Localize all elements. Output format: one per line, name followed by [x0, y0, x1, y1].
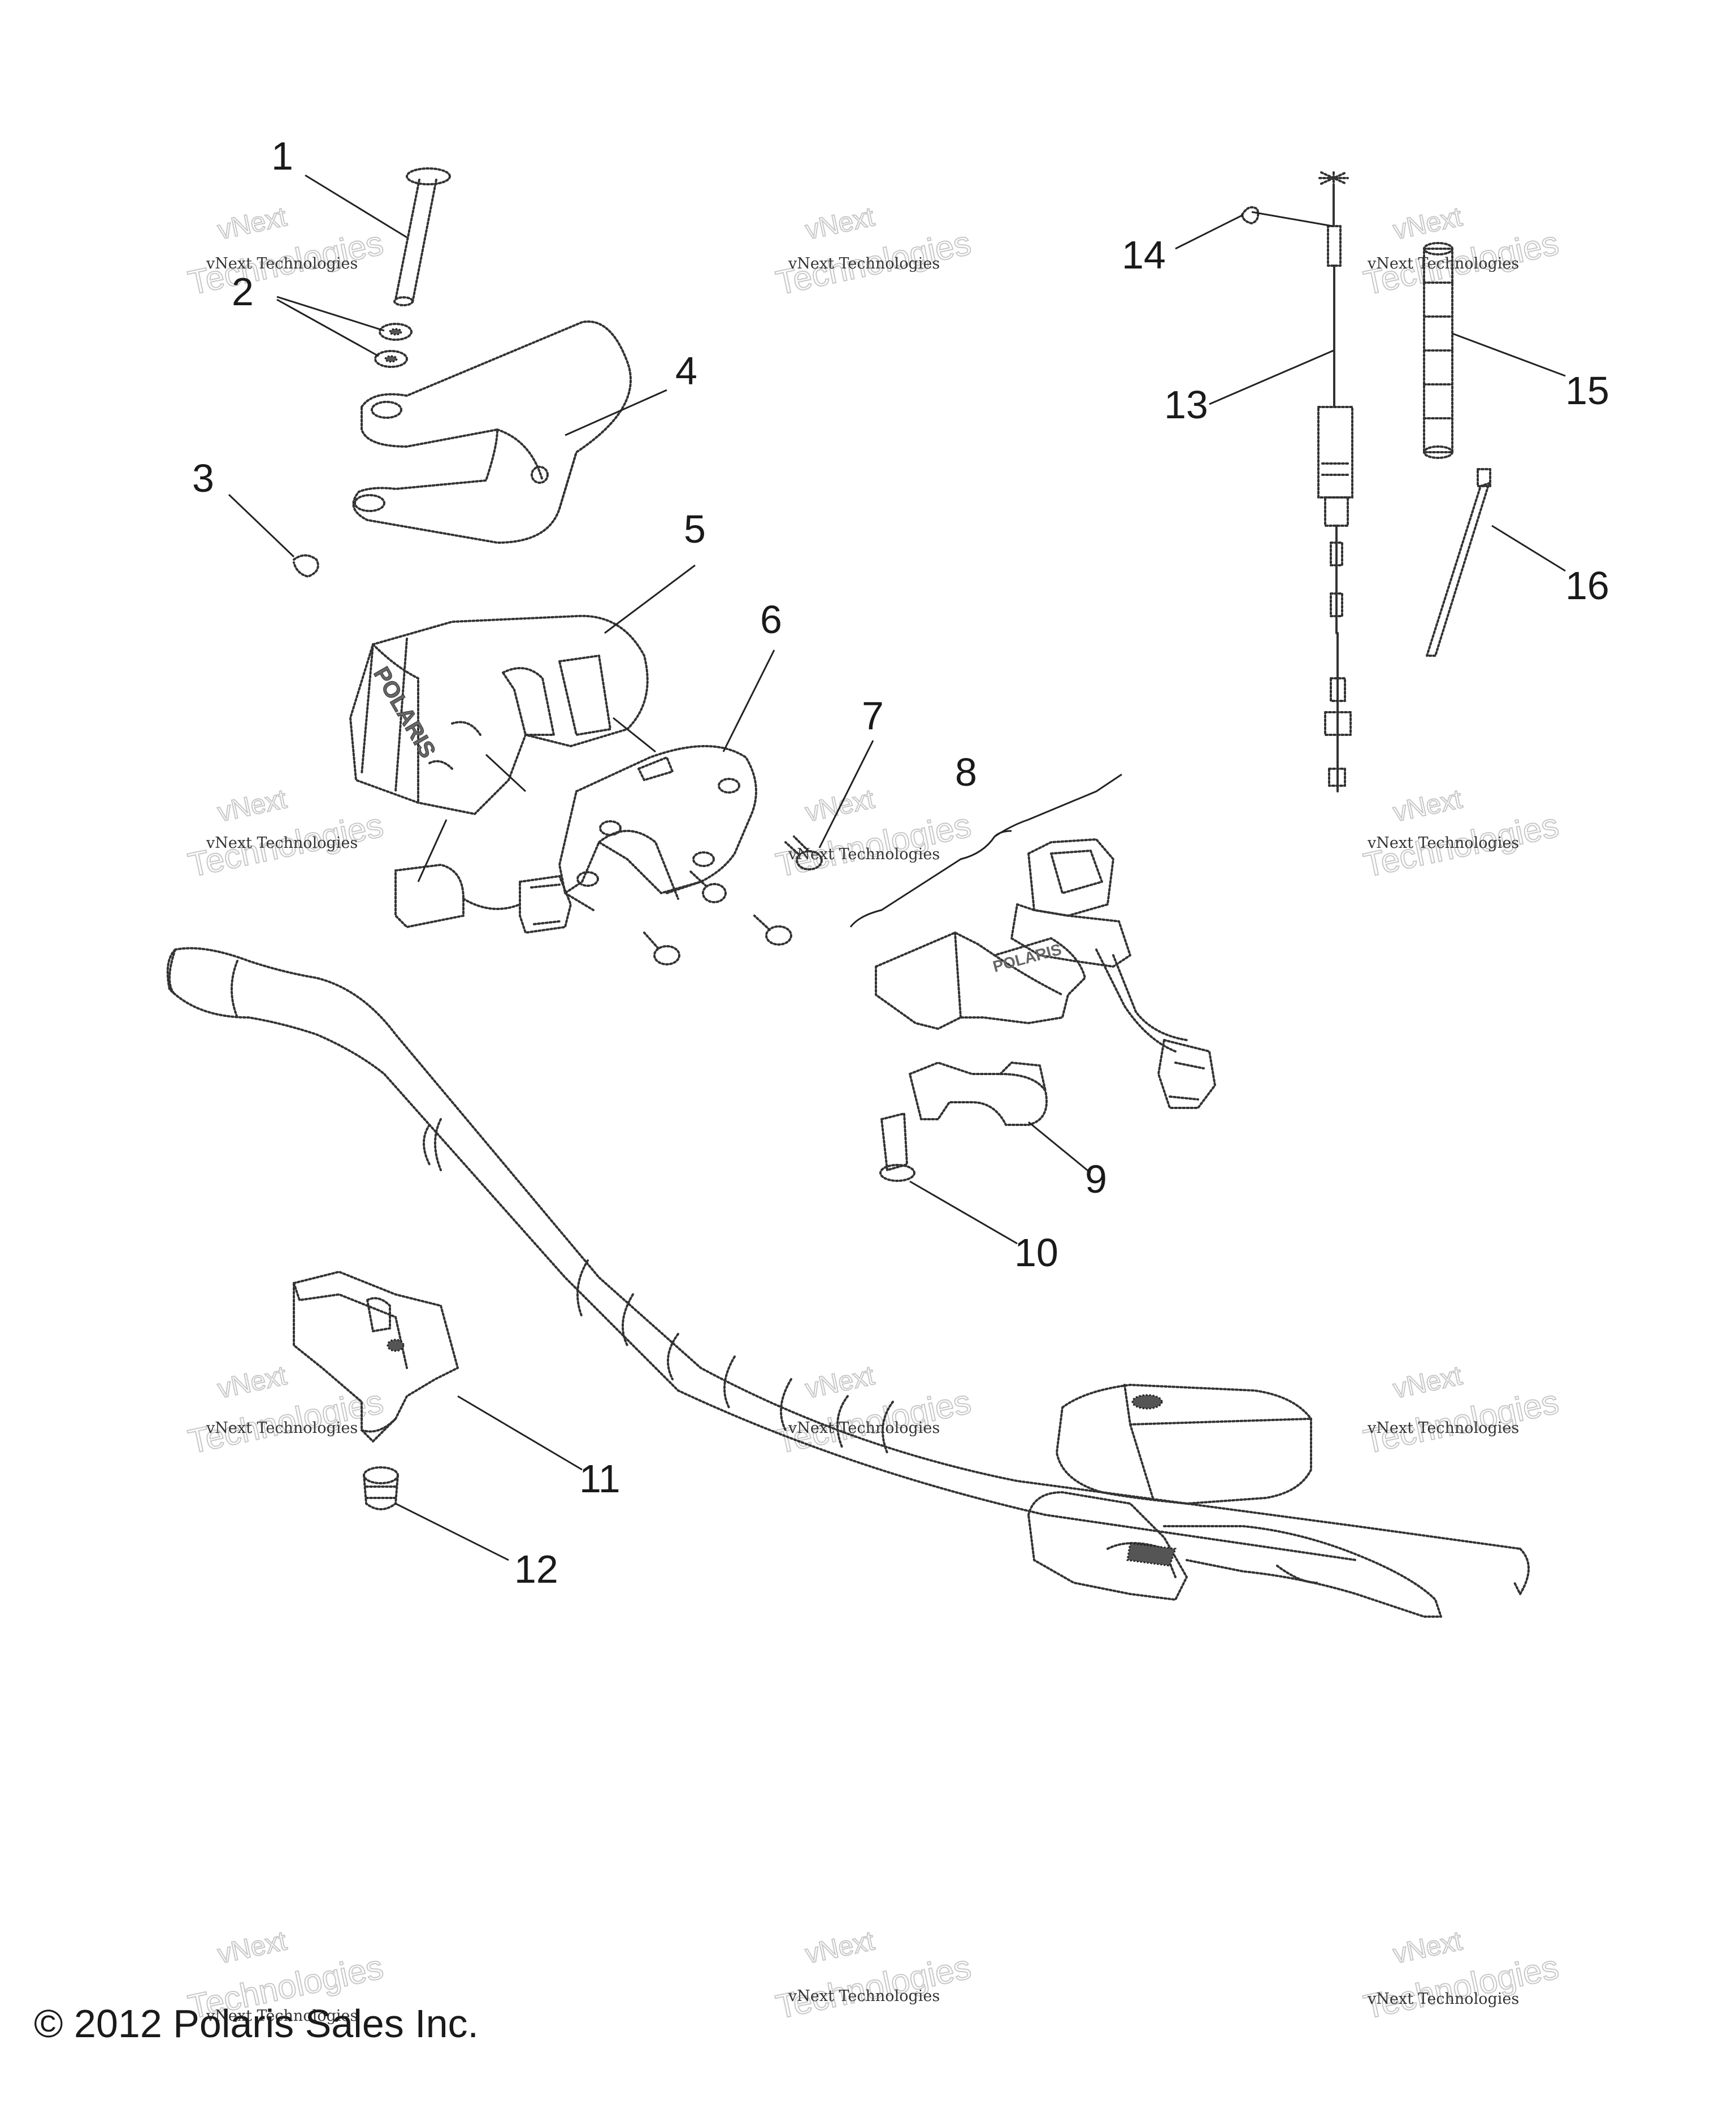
callout-7: 7 [862, 694, 884, 738]
part-6-plate [558, 745, 757, 911]
watermark: vNext Technologies [772, 1360, 975, 1461]
watermark-text: vNext Technologies [1367, 255, 1519, 272]
callout-9: 9 [1085, 1157, 1107, 1201]
part-1-pin [393, 167, 451, 306]
callout-14: 14 [1122, 233, 1166, 277]
watermark-text: vNext Technologies [206, 834, 358, 852]
svg-text:Technologies: Technologies [772, 1948, 974, 2026]
watermark-text: vNext Technologies [1367, 1419, 1519, 1437]
callout-12: 12 [514, 1547, 558, 1591]
harness-connector-5 [394, 819, 572, 934]
part-16-cabletie [1426, 468, 1491, 657]
watermark-text: vNext Technologies [1367, 834, 1519, 852]
watermark: vNext Technologies [772, 783, 975, 885]
callout-3: 3 [192, 456, 214, 500]
callout-1: 1 [271, 134, 293, 178]
part-14-clip [1241, 206, 1260, 224]
leader-lines [228, 174, 1566, 1561]
watermarks: vNext Technologies vNext Technologies vN… [184, 201, 1563, 2026]
svg-text:vNext: vNext [1391, 1361, 1465, 1404]
part-4-bracket [352, 320, 632, 544]
callout-5: 5 [684, 507, 706, 551]
svg-text:vNext: vNext [1391, 1926, 1465, 1969]
watermark-text: vNext Technologies [788, 1419, 940, 1437]
svg-text:vNext: vNext [803, 1361, 877, 1404]
part-13-cable [1317, 171, 1353, 792]
part-11-clip [293, 1271, 459, 1443]
watermark-text: vNext Technologies [788, 255, 940, 272]
callouts: 1 2 3 4 5 6 7 8 9 10 11 12 13 14 15 16 [192, 134, 1609, 1591]
callout-4: 4 [675, 349, 697, 393]
callout-10: 10 [1014, 1231, 1058, 1275]
watermark: vNext Technologies [184, 783, 387, 885]
svg-text:vNext: vNext [1391, 784, 1465, 828]
svg-text:vNext: vNext [1391, 202, 1465, 245]
watermark-text: vNext Technologies [206, 2007, 358, 2025]
callout-11: 11 [579, 1457, 620, 1501]
brake-assembly [1027, 1384, 1442, 1618]
part-7-screws [643, 835, 823, 965]
watermark-text: vNext Technologies [788, 1987, 940, 2005]
svg-text:vNext: vNext [803, 1926, 877, 1969]
watermark-text: vNext Technologies [206, 255, 358, 272]
svg-text:vNext: vNext [215, 1361, 289, 1404]
part-5-housing: POLARIS [349, 614, 656, 815]
watermark-text: vNext Technologies [1367, 1990, 1519, 2008]
watermark: vNext Technologies [184, 201, 387, 302]
watermark: vNext Technologies [1360, 1925, 1563, 2026]
watermark: vNext Technologies [772, 1925, 975, 2026]
svg-text:vNext: vNext [215, 784, 289, 828]
part-9-clamp [909, 1062, 1048, 1126]
svg-text:vNext: vNext [215, 202, 289, 245]
svg-text:vNext: vNext [215, 1926, 289, 1969]
callout-6: 6 [760, 597, 782, 642]
watermark: vNext Technologies [1360, 201, 1563, 302]
watermark-text: vNext Technologies [788, 846, 940, 863]
watermark-text: vNext Technologies [206, 1419, 358, 1437]
callout-15: 15 [1565, 369, 1609, 413]
part-2-washers [374, 323, 413, 368]
svg-text:vNext: vNext [803, 202, 877, 245]
callout-2: 2 [232, 270, 254, 314]
part-15-sleeve [1423, 242, 1453, 459]
watermark: vNext Technologies [184, 1360, 387, 1461]
handlebar [166, 947, 1530, 1595]
part-3-clip [293, 554, 319, 578]
callout-8: 8 [955, 750, 977, 794]
part-12-setscrew [363, 1466, 399, 1510]
watermark: vNext Technologies [1360, 1360, 1563, 1461]
copyright-notice: © 2012 Polaris Sales Inc. [34, 2002, 479, 2046]
part-10-bolt [879, 1112, 915, 1182]
watermark: vNext Technologies [772, 201, 975, 302]
watermark: vNext Technologies [1360, 783, 1563, 885]
svg-text:Technologies: Technologies [1360, 1948, 1562, 2026]
callout-16: 16 [1565, 564, 1609, 608]
callout-13: 13 [1164, 383, 1208, 427]
